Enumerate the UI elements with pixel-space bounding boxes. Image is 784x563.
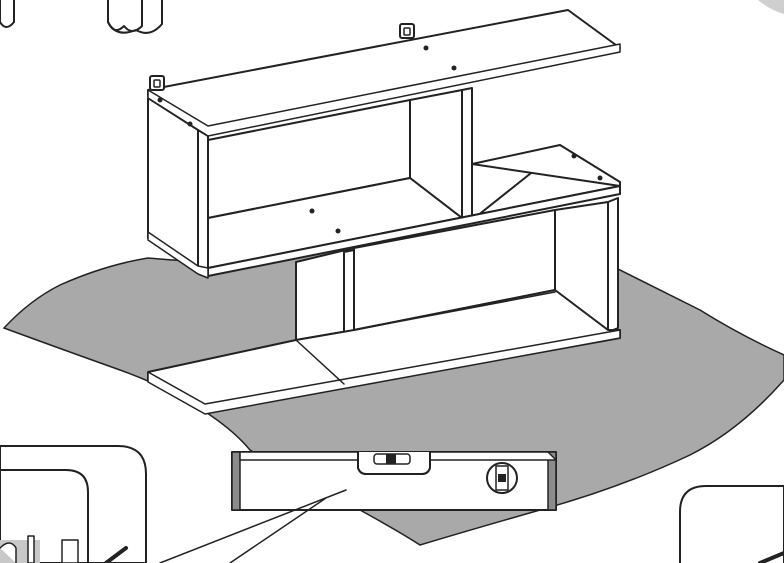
callout-leader-lines: [159, 489, 347, 563]
detail-callout-left: [0, 445, 147, 563]
spirit-level: [231, 451, 557, 511]
wall-bracket-left: [149, 75, 165, 91]
wall-bracket-right: [399, 23, 415, 39]
partial-hardware-left: [0, 0, 163, 34]
detail-callout-right: [679, 485, 784, 563]
upper-shelf-unit: [147, 9, 621, 279]
partial-shape-top-right: [758, 0, 784, 14]
lower-shelf-unit: [147, 197, 621, 415]
